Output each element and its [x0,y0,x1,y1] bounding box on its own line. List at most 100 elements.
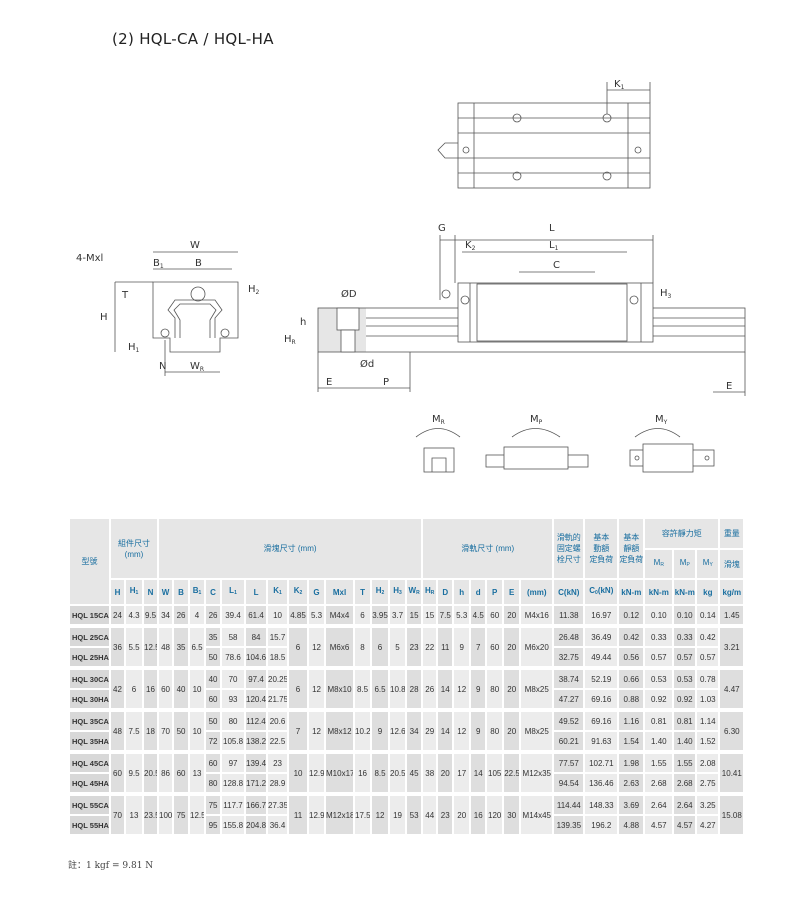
header-symbol: H1 [124,578,144,606]
symbol-main: kN-m [674,587,695,597]
table-cell: 12 [452,666,472,711]
table-cell: 20 [502,624,522,669]
table-cell: 0.57 [695,646,721,669]
table-cell: M8x10 [324,666,356,711]
table-cell: 196.2 [583,814,620,836]
label-p: P [383,377,389,388]
table-cell: 28.9 [266,772,290,795]
table-cell: 0.57 [643,646,675,669]
symbol-sub: 0 [595,590,598,596]
header-symbol: L [244,578,269,606]
table-cell: 15.7 [266,624,290,648]
table-cell: 11.38 [552,604,586,627]
table-cell: 2.08 [695,750,721,774]
symbol-main: H [129,586,136,595]
symbol-main: W [408,586,417,595]
symbol-main: K [293,586,300,595]
header-symbol: C [204,578,223,606]
header-symbol: K2 [287,578,310,606]
table-cell: 0.57 [672,646,698,669]
table-cell: 15 [405,604,424,627]
table-cell: 60 [157,666,175,711]
table-cell: 148.33 [583,792,620,816]
table-cell: 75 [204,792,223,816]
label-g: G [438,223,446,234]
table-cell: 61.4 [244,604,269,627]
label-c: C [553,260,560,271]
table-cell: 1.98 [617,750,646,774]
table-cell: 49.44 [583,646,620,669]
table-cell: M6x20 [519,624,555,669]
table-cell: 0.33 [643,624,675,648]
symbol-sub: 3 [399,590,402,596]
table-cell: 2.75 [695,772,721,795]
table-cell: 0.66 [617,666,646,690]
table-row: HQL 55CA701323.51007512.575117.7166.727.… [68,792,746,836]
symbol-sub: Y [709,562,713,568]
table-cell: 95 [204,814,223,836]
table-cell: 155.8 [220,814,247,836]
table-cell: 11 [287,792,310,836]
table-cell: 128.8 [220,772,247,795]
header-symbol: W [157,578,175,606]
symbol-main: W [161,587,170,597]
symbol-main: D [442,587,449,597]
table-cell: 166.7 [244,792,269,816]
table-cell: 80 [204,772,223,795]
table-cell: 0.92 [643,688,675,711]
symbol-main: H [114,587,121,597]
table-cell: 23.5 [141,792,160,836]
symbol-main: (mm) [526,587,547,597]
label-4-mxl: 4-Mxl [76,253,103,264]
header-symbol: H [109,578,126,606]
table-cell: 22.5 [502,750,522,795]
table-cell: 60 [204,750,223,774]
table-cell: 36.49 [583,624,620,648]
table-cell: 4.57 [672,814,698,836]
table-cell: M14x45 [519,792,555,836]
table-cell: 20 [452,792,472,836]
table-cell: 0.10 [672,604,698,627]
symbol-sub: P [686,562,690,568]
label-h: H [100,312,108,323]
table-cell: 97 [220,750,247,774]
table-cell: 9 [370,708,391,753]
table-cell: 0.53 [643,666,675,690]
rail-weight-cell: 10.41 [718,750,746,795]
table-cell: 1.14 [695,708,721,732]
model-name: HQL 25CA [68,624,111,648]
table-cell: 10 [287,750,310,795]
table-cell: 23 [266,750,290,774]
table-cell: M12x35 [519,750,555,795]
side-view-drawing [317,235,746,396]
symbol-sub: R [660,562,664,568]
table-cell: 7.5 [124,708,144,753]
symbol-main: K [273,586,280,595]
table-cell: 10.8 [388,666,408,711]
table-cell: 0.53 [672,666,698,690]
table-cell: 1.52 [695,730,721,753]
header-symbol: h [452,578,472,606]
model-name: HQL 35HA [68,730,111,753]
table-cell: 40 [204,666,223,690]
table-cell: 0.81 [672,708,698,732]
table-cell: 50 [172,708,191,753]
table-cell: 84 [244,624,269,648]
table-cell: 38 [421,750,439,795]
table-cell: 40 [172,666,191,711]
label-hr: HR [284,334,296,346]
symbol-main: kg/m [722,587,742,597]
symbol-main: L [253,587,259,597]
symbol-main: h [459,587,465,597]
table-cell: 8.5 [353,666,373,711]
header-dynamic-load: 基本 動額 定負荷 [583,517,620,580]
table-cell: 2.63 [617,772,646,795]
table-cell: 60 [485,604,505,627]
table-cell: 69.16 [583,688,620,711]
symbol-main: M [702,558,710,567]
table-cell: 86 [157,750,175,795]
header-moment: 容許靜力矩 [643,517,721,550]
table-cell: 3.25 [695,792,721,816]
header-moment-p: MP [672,548,698,580]
